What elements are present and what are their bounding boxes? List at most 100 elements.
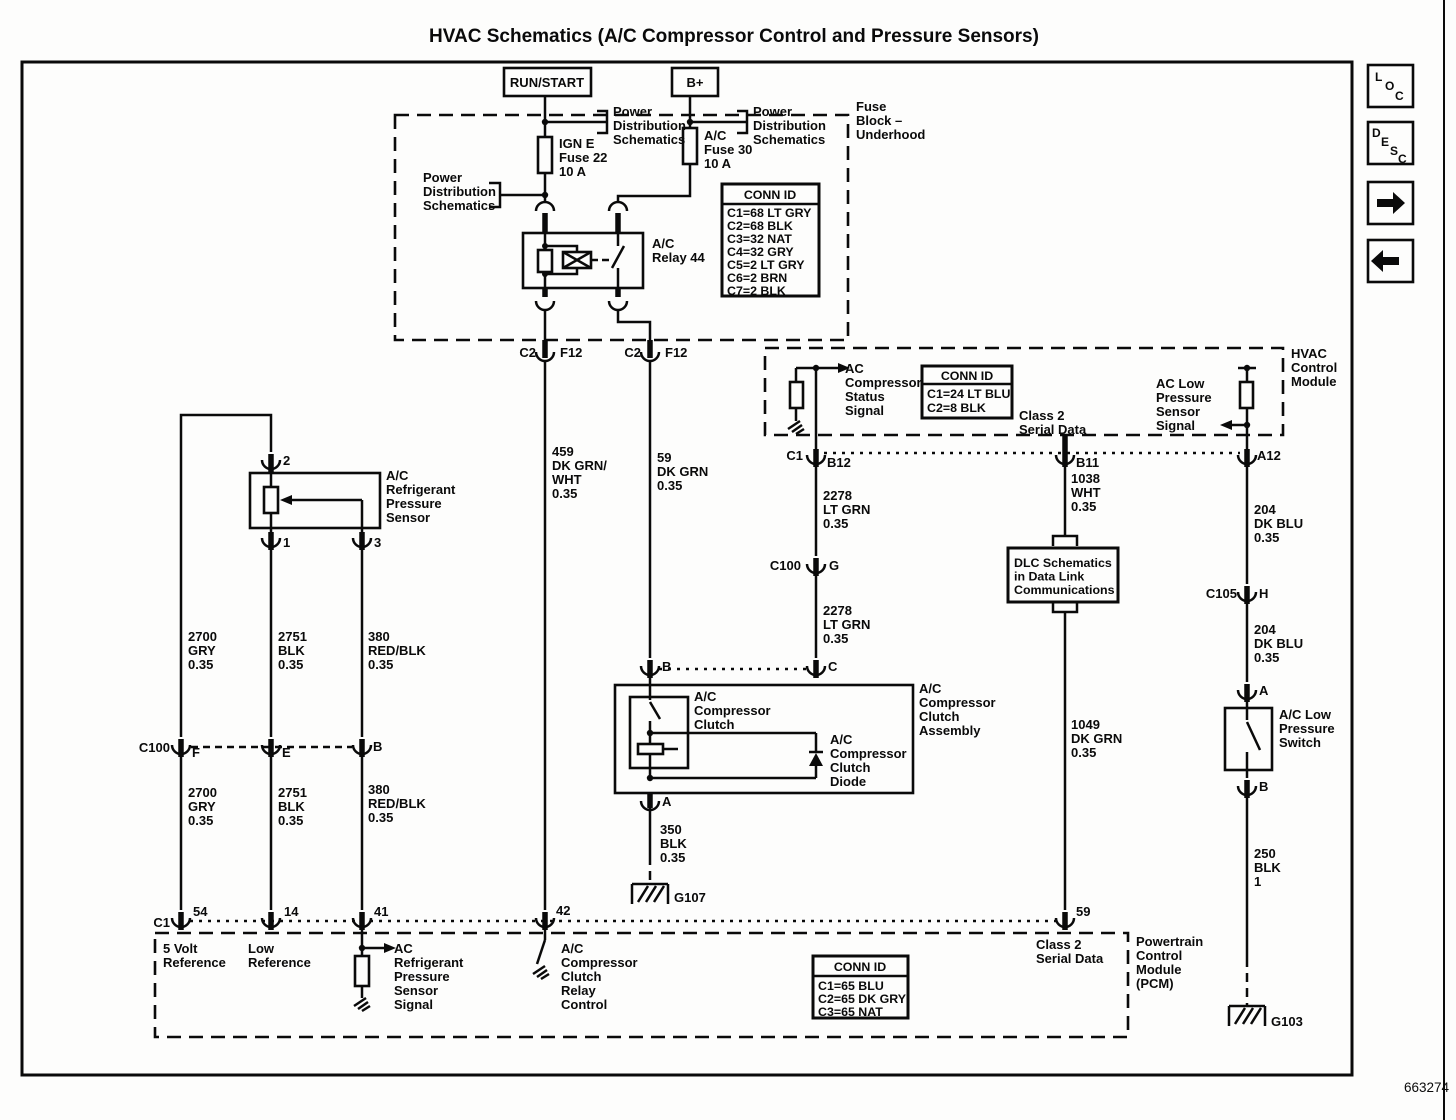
ground-stroke [536, 968, 548, 979]
connector-arc [1054, 454, 1076, 466]
clutch-coil-symbol [636, 742, 665, 756]
conn-id-title: CONN ID [744, 188, 796, 202]
connector-pin-label: 1 [283, 535, 290, 550]
loc-button[interactable]: L O C [1366, 63, 1415, 109]
connector-pin-label: 3 [374, 535, 381, 550]
conn-id-row: C2=68 BLK [727, 219, 793, 233]
relay-coil-symbol [536, 248, 554, 274]
ground-g107-label: G107 [674, 890, 706, 905]
left-arrow-icon [1371, 250, 1399, 272]
switch-symbol [1245, 721, 1262, 751]
desc-button-frame[interactable] [1366, 120, 1415, 166]
connector-arc [1236, 689, 1258, 701]
figure-number: 663274 [1404, 1080, 1450, 1095]
conn-id-row: C1=68 LT GRY [727, 206, 812, 220]
ground-g107-icon [630, 882, 670, 904]
back-button-frame[interactable] [1366, 238, 1415, 284]
connector-arc [351, 917, 373, 929]
connector-pin-label: B [662, 659, 671, 674]
wire [545, 268, 579, 276]
ground-stroke [791, 423, 803, 434]
hvac-connector-row: C1 B12 B11 A12 [786, 448, 1280, 470]
right-arrow-icon [1377, 192, 1405, 214]
conn-id-row: C6=2 BRN [727, 271, 787, 285]
connector-pin-label: B11 [1076, 455, 1099, 470]
resistor-symbol [353, 954, 371, 988]
junction-dot [542, 243, 548, 249]
connector-arc [351, 537, 373, 549]
signal-arrow-icon [838, 363, 850, 373]
conn-id-row: C4=32 GRY [727, 245, 794, 259]
back-button[interactable] [1366, 238, 1415, 284]
conn-id-row: C7=2 BLK [727, 284, 786, 298]
connector-pin-label: E [282, 745, 291, 760]
connector-pin-label: A [1259, 683, 1269, 698]
ground-icon [353, 996, 371, 1013]
connector-id: C1 [786, 448, 803, 463]
connector-id: C100 [770, 558, 801, 573]
conn-id-row: C2=65 DK GRY [818, 992, 907, 1006]
loc-button-frame[interactable] [1366, 63, 1415, 109]
ground-stroke [787, 419, 801, 431]
connector-pin-label: 42 [556, 903, 570, 918]
relay-switch-symbol [610, 245, 626, 269]
connector-arc [639, 665, 661, 677]
ground-icon [787, 419, 805, 436]
ground-stroke [636, 885, 650, 903]
switch-symbol [535, 939, 547, 965]
conn-id-row: C5=2 LT GRY [727, 258, 805, 272]
connector-arc [805, 665, 827, 677]
connector-arc [1236, 785, 1258, 797]
signal-arrow-icon [1220, 420, 1232, 430]
ground-stroke [1233, 1007, 1247, 1025]
connector-arc [260, 917, 282, 929]
ground-stroke [532, 964, 546, 976]
conn-id-row: C2=8 BLK [927, 401, 986, 415]
page-title: HVAC Schematics (A/C Compressor Control … [429, 26, 1039, 47]
loc-button-label: L O C [1375, 70, 1404, 103]
conn-id-row: C3=65 NAT [818, 1005, 883, 1019]
desc-button[interactable]: D E S C [1366, 120, 1415, 166]
f12-connector-row: C2 F12 C2 F12 [519, 340, 687, 363]
conn-id-title: CONN ID [941, 369, 993, 383]
b-plus-label: B+ [687, 75, 704, 90]
clutch-assembly-box [613, 683, 915, 795]
connector-pin-label: F12 [560, 345, 582, 360]
pcm-conn-id-table: CONN ID C1=65 BLU C2=65 DK GRY C3=65 NAT [811, 954, 910, 1020]
connector-pin-label: B [373, 739, 382, 754]
connector-pin-label: 2 [283, 453, 290, 468]
connector-pin-label: F12 [665, 345, 687, 360]
hvac-module-outline [763, 346, 1285, 437]
connector-arc [260, 744, 282, 756]
forward-button-frame[interactable] [1366, 180, 1415, 226]
wire [545, 244, 579, 252]
run-start-label: RUN/START [510, 75, 584, 90]
connector-pin-label: 41 [374, 904, 388, 919]
connector-id: C1 [153, 915, 170, 930]
connector-pin-label: G [829, 558, 839, 573]
connector-arc [805, 454, 827, 466]
connector-pin-label: B12 [827, 455, 851, 470]
ground-stroke [357, 1000, 369, 1011]
connector-arc [351, 744, 373, 756]
junction-dot [541, 191, 549, 199]
connector-arc [607, 300, 629, 312]
forward-button[interactable] [1366, 180, 1415, 226]
